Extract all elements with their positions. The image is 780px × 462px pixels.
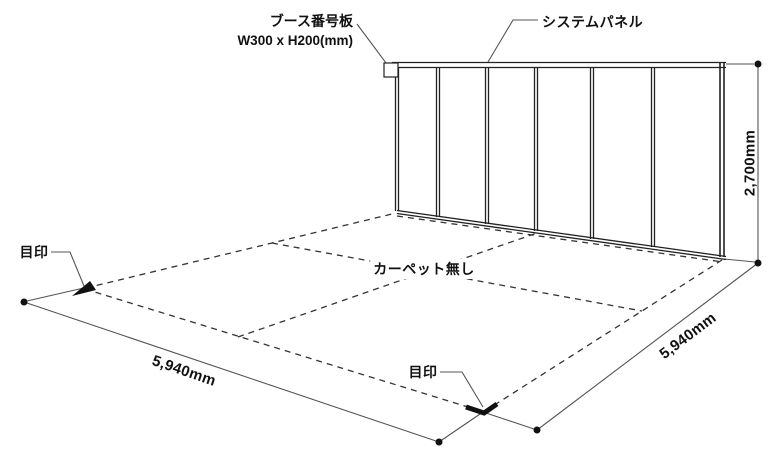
wall-post-5: [589, 68, 595, 239]
floor-edge-back-left: [85, 212, 397, 289]
floor-edge-back-right: [396, 215, 724, 263]
floor-grid-line-2: [237, 232, 538, 338]
booth-number-board: [383, 62, 399, 78]
dot-front-left: [435, 438, 443, 446]
wall-post-6: [650, 68, 656, 247]
booth-board-label-size: W300 x H200(mm): [237, 33, 353, 48]
leader-marker-front: [440, 371, 484, 408]
dimension-lines: [23, 63, 759, 443]
floor-edge-front-right: [484, 259, 723, 412]
extension-right-corner: [723, 258, 756, 263]
booth-board-label-name: ブース番号板: [269, 13, 353, 29]
no-carpet-label: カーペット無し: [370, 259, 478, 279]
dot-top-right: [754, 60, 762, 68]
wall-post-2: [435, 68, 441, 217]
marker-front-label: 目印: [408, 364, 438, 380]
extension-front-right: [482, 411, 538, 431]
dimension-height-label: 2,700mm: [741, 129, 759, 197]
wall-top-rail: [392, 61, 726, 69]
leader-system-panel: [487, 19, 538, 63]
dot-left: [20, 298, 28, 306]
floor-grid-lines: [237, 232, 643, 338]
booth-board-label: ブース番号板 W300 x H200(mm): [237, 11, 353, 51]
dot-bottom-right: [754, 259, 762, 267]
wall-bottom-rail: [396, 209, 727, 261]
extension-left-corner: [26, 286, 89, 302]
leader-marker-left: [51, 251, 85, 287]
floor-edge-front-left: [84, 288, 482, 412]
wall-post-7: [719, 63, 725, 257]
dimension-dots: [20, 60, 762, 446]
system-panel-label: システムパネル: [542, 14, 644, 30]
wall-post-3: [484, 68, 490, 224]
system-panel-wall: [392, 61, 727, 261]
marker-left-label: 目印: [19, 244, 49, 260]
leader-lines: [51, 19, 538, 408]
dimension-line-floor-right: [536, 262, 759, 431]
floor-outline: [84, 212, 724, 412]
wall-post-4: [533, 68, 539, 231]
marker-front-chevron: [465, 401, 499, 416]
dot-front-right: [533, 426, 541, 434]
extension-front-left: [438, 411, 484, 443]
wall-post-1: [394, 68, 400, 211]
floor-markers: [72, 281, 499, 416]
marker-left-arrow: [72, 281, 96, 296]
leader-booth-board: [356, 23, 390, 68]
dimension-line-floor-left: [23, 301, 440, 443]
